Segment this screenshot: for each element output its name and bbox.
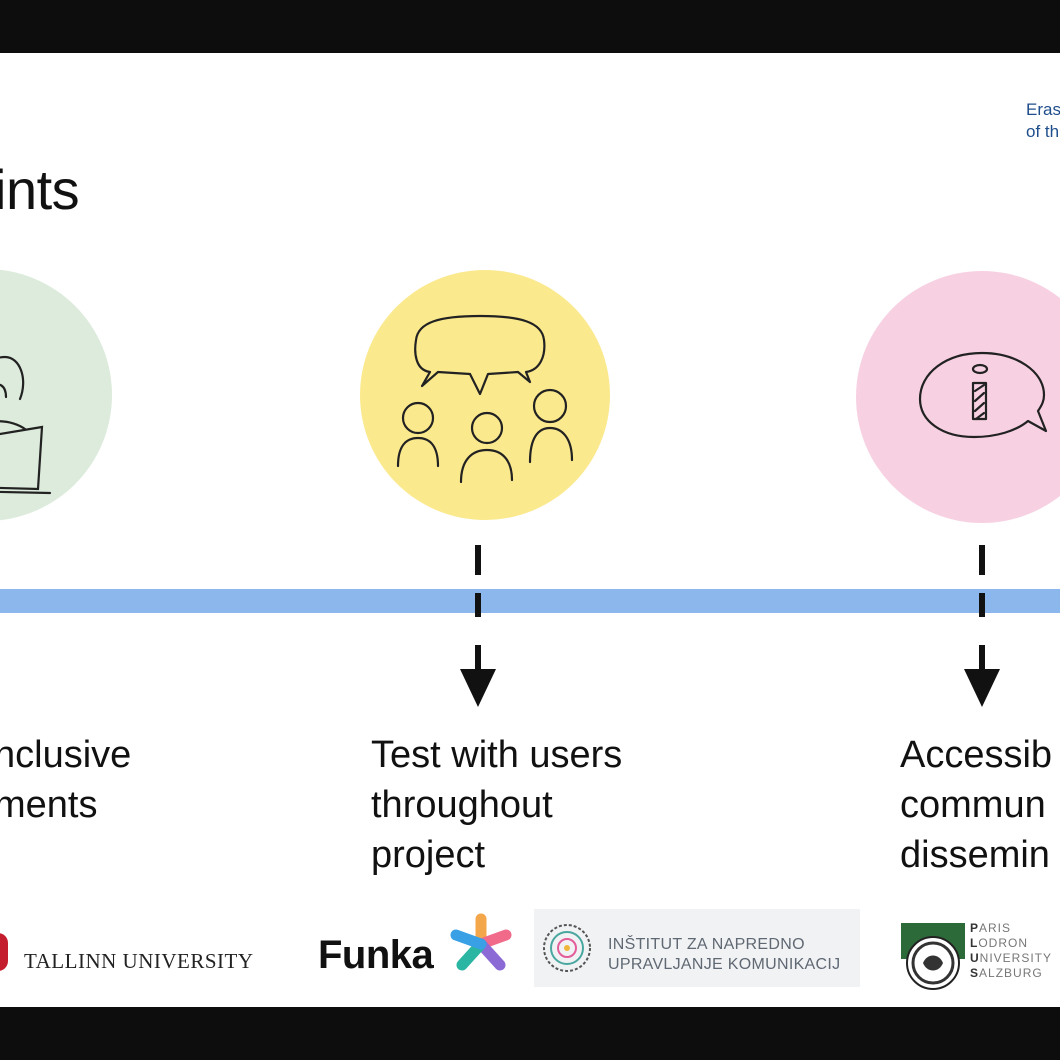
arrow-down-icon [460, 545, 496, 707]
plus-line-2: ODRON [978, 936, 1029, 950]
plus-line-4: ALZBURG [979, 966, 1043, 980]
funka-star-icon [450, 913, 512, 971]
point-label-2: Test with users throughout project [371, 734, 623, 876]
plus-line-1: ARIS [979, 921, 1012, 935]
nexus-logo-panel [534, 909, 860, 987]
plus-line-3: NIVERSITY [979, 951, 1053, 965]
tallinn-university-logo: TALLINN UNIVERSITY [24, 949, 254, 973]
group-discussion-icon [396, 314, 574, 484]
point-circle-1 [0, 269, 112, 521]
plus-initial-p: P [970, 921, 980, 935]
arrow-down-icon [964, 545, 1000, 707]
funka-logo: Funka [318, 933, 434, 977]
timeline-bar [0, 589, 1060, 613]
plus-initial-l: L [970, 936, 979, 950]
nexus-logo-text: INŠTITUT ZA NAPREDNO UPRAVLJANJE KOMUNIK… [608, 936, 841, 973]
point-label-3: Accessib commun dissemin [900, 734, 1053, 876]
point-circle-3 [856, 271, 1060, 523]
plus-university-logo-icon [901, 923, 965, 990]
person-at-laptop-icon [0, 355, 52, 495]
point-label-1: nclusive ments [0, 734, 132, 826]
plus-initial-s: S [970, 966, 980, 980]
funding-statement: Eras of th [1026, 100, 1060, 141]
plus-university-logo: PARIS LODRON UNIVERSITY SALZBURG [970, 921, 1052, 981]
info-speech-bubble-icon [918, 351, 1048, 439]
point-circle-2 [360, 270, 610, 520]
presentation-slide: Eras of th ints [0, 53, 1060, 1007]
tallinn-university-logo-mark [0, 933, 8, 971]
nexus-logo-icon [543, 924, 591, 972]
slide-title: ints [0, 158, 80, 221]
plus-initial-u: U [970, 951, 980, 965]
